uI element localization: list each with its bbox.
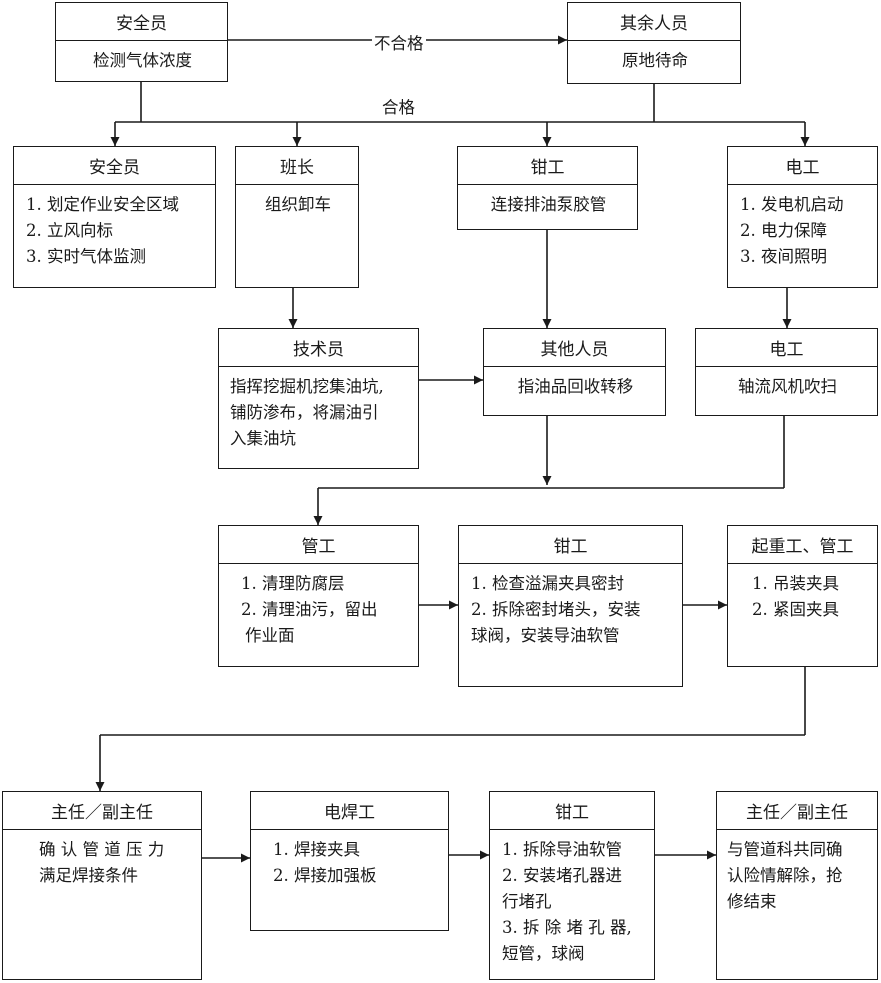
node-title: 主任／副主任 [717,792,877,830]
node-electrician-fan: 电工 轴流风机吹扫 [695,328,878,416]
node-body: 检测气体浓度 [93,51,192,70]
node-body: 指油品回收转移 [517,377,634,396]
node-body: 组织卸车 [265,195,331,214]
node-electrician-power: 电工 1. 发电机启动 2. 电力保障 3. 夜间照明 [727,146,878,288]
node-title: 其他人员 [484,329,665,367]
node-body: 1. 清理防腐层 2. 清理油污，留出 作业面 [241,574,378,645]
node-director-finish: 主任／副主任 与管道科共同确 认险情解除，抢 修结束 [716,791,878,980]
node-body: 指挥挖掘机挖集油坑, 铺防渗布，将漏油引 入集油坑 [230,377,384,448]
node-title: 钳工 [459,526,682,564]
node-title: 钳工 [490,792,654,830]
node-body: 原地待命 [622,51,688,70]
node-safety-officer-gas-check: 安全员 检测气体浓度 [55,2,228,82]
node-fitter-clamp: 钳工 1. 检查溢漏夹具密封 2. 拆除密封堵头，安装 球阀，安装导油软管 [458,525,683,687]
node-title: 管工 [219,526,418,564]
node-title: 钳工 [458,147,637,185]
node-body: 1. 检查溢漏夹具密封 2. 拆除密封堵头，安装 球阀，安装导油软管 [471,574,641,645]
node-rigger-pipe-worker: 起重工、管工 1. 吊装夹具 2. 紧固夹具 [727,525,878,667]
node-title: 安全员 [14,147,215,185]
node-title: 起重工、管工 [728,526,877,564]
node-technician: 技术员 指挥挖掘机挖集油坑, 铺防渗布，将漏油引 入集油坑 [218,328,419,469]
node-body: 与管道科共同确 认险情解除，抢 修结束 [727,840,843,911]
node-title: 电工 [696,329,877,367]
node-title: 其余人员 [568,3,740,41]
node-pipe-worker: 管工 1. 清理防腐层 2. 清理油污，留出 作业面 [218,525,419,667]
node-fitter-plug: 钳工 1. 拆除导油软管 2. 安装堵孔器进 行堵孔 3. 拆 除 堵 孔 器,… [489,791,655,980]
node-body: 1. 发电机启动 2. 电力保障 3. 夜间照明 [740,195,844,266]
node-team-leader: 班长 组织卸车 [235,146,359,288]
node-other-personnel-standby: 其余人员 原地待命 [567,2,741,84]
node-other-staff-oil-recovery: 其他人员 指油品回收转移 [483,328,666,416]
node-title: 电工 [728,147,877,185]
node-title: 技术员 [219,329,418,367]
node-body: 1. 划定作业安全区域 2. 立风向标 3. 实时气体监测 [26,195,179,266]
node-body: 轴流风机吹扫 [738,377,837,396]
node-body: 1. 焊接夹具 2. 焊接加强板 [273,840,377,885]
node-safety-officer-zone: 安全员 1. 划定作业安全区域 2. 立风向标 3. 实时气体监测 [13,146,216,288]
node-title: 电焊工 [251,792,448,830]
edge-label-pass: 合格 [380,94,417,118]
node-director-confirm: 主任／副主任 确 认 管 道 压 力 满足焊接条件 [2,791,202,980]
node-title: 安全员 [56,3,227,41]
node-title: 主任／副主任 [3,792,201,830]
node-body: 1. 拆除导油软管 2. 安装堵孔器进 行堵孔 3. 拆 除 堵 孔 器, 短管… [502,840,632,963]
node-title: 班长 [236,147,358,185]
node-welder: 电焊工 1. 焊接夹具 2. 焊接加强板 [250,791,449,931]
node-body: 1. 吊装夹具 2. 紧固夹具 [752,574,839,619]
node-fitter-pump-hose: 钳工 连接排油泵胶管 [457,146,638,230]
node-body: 确 认 管 道 压 力 满足焊接条件 [39,840,165,885]
edge-label-fail: 不合格 [372,30,426,54]
node-body: 连接排油泵胶管 [490,195,607,214]
